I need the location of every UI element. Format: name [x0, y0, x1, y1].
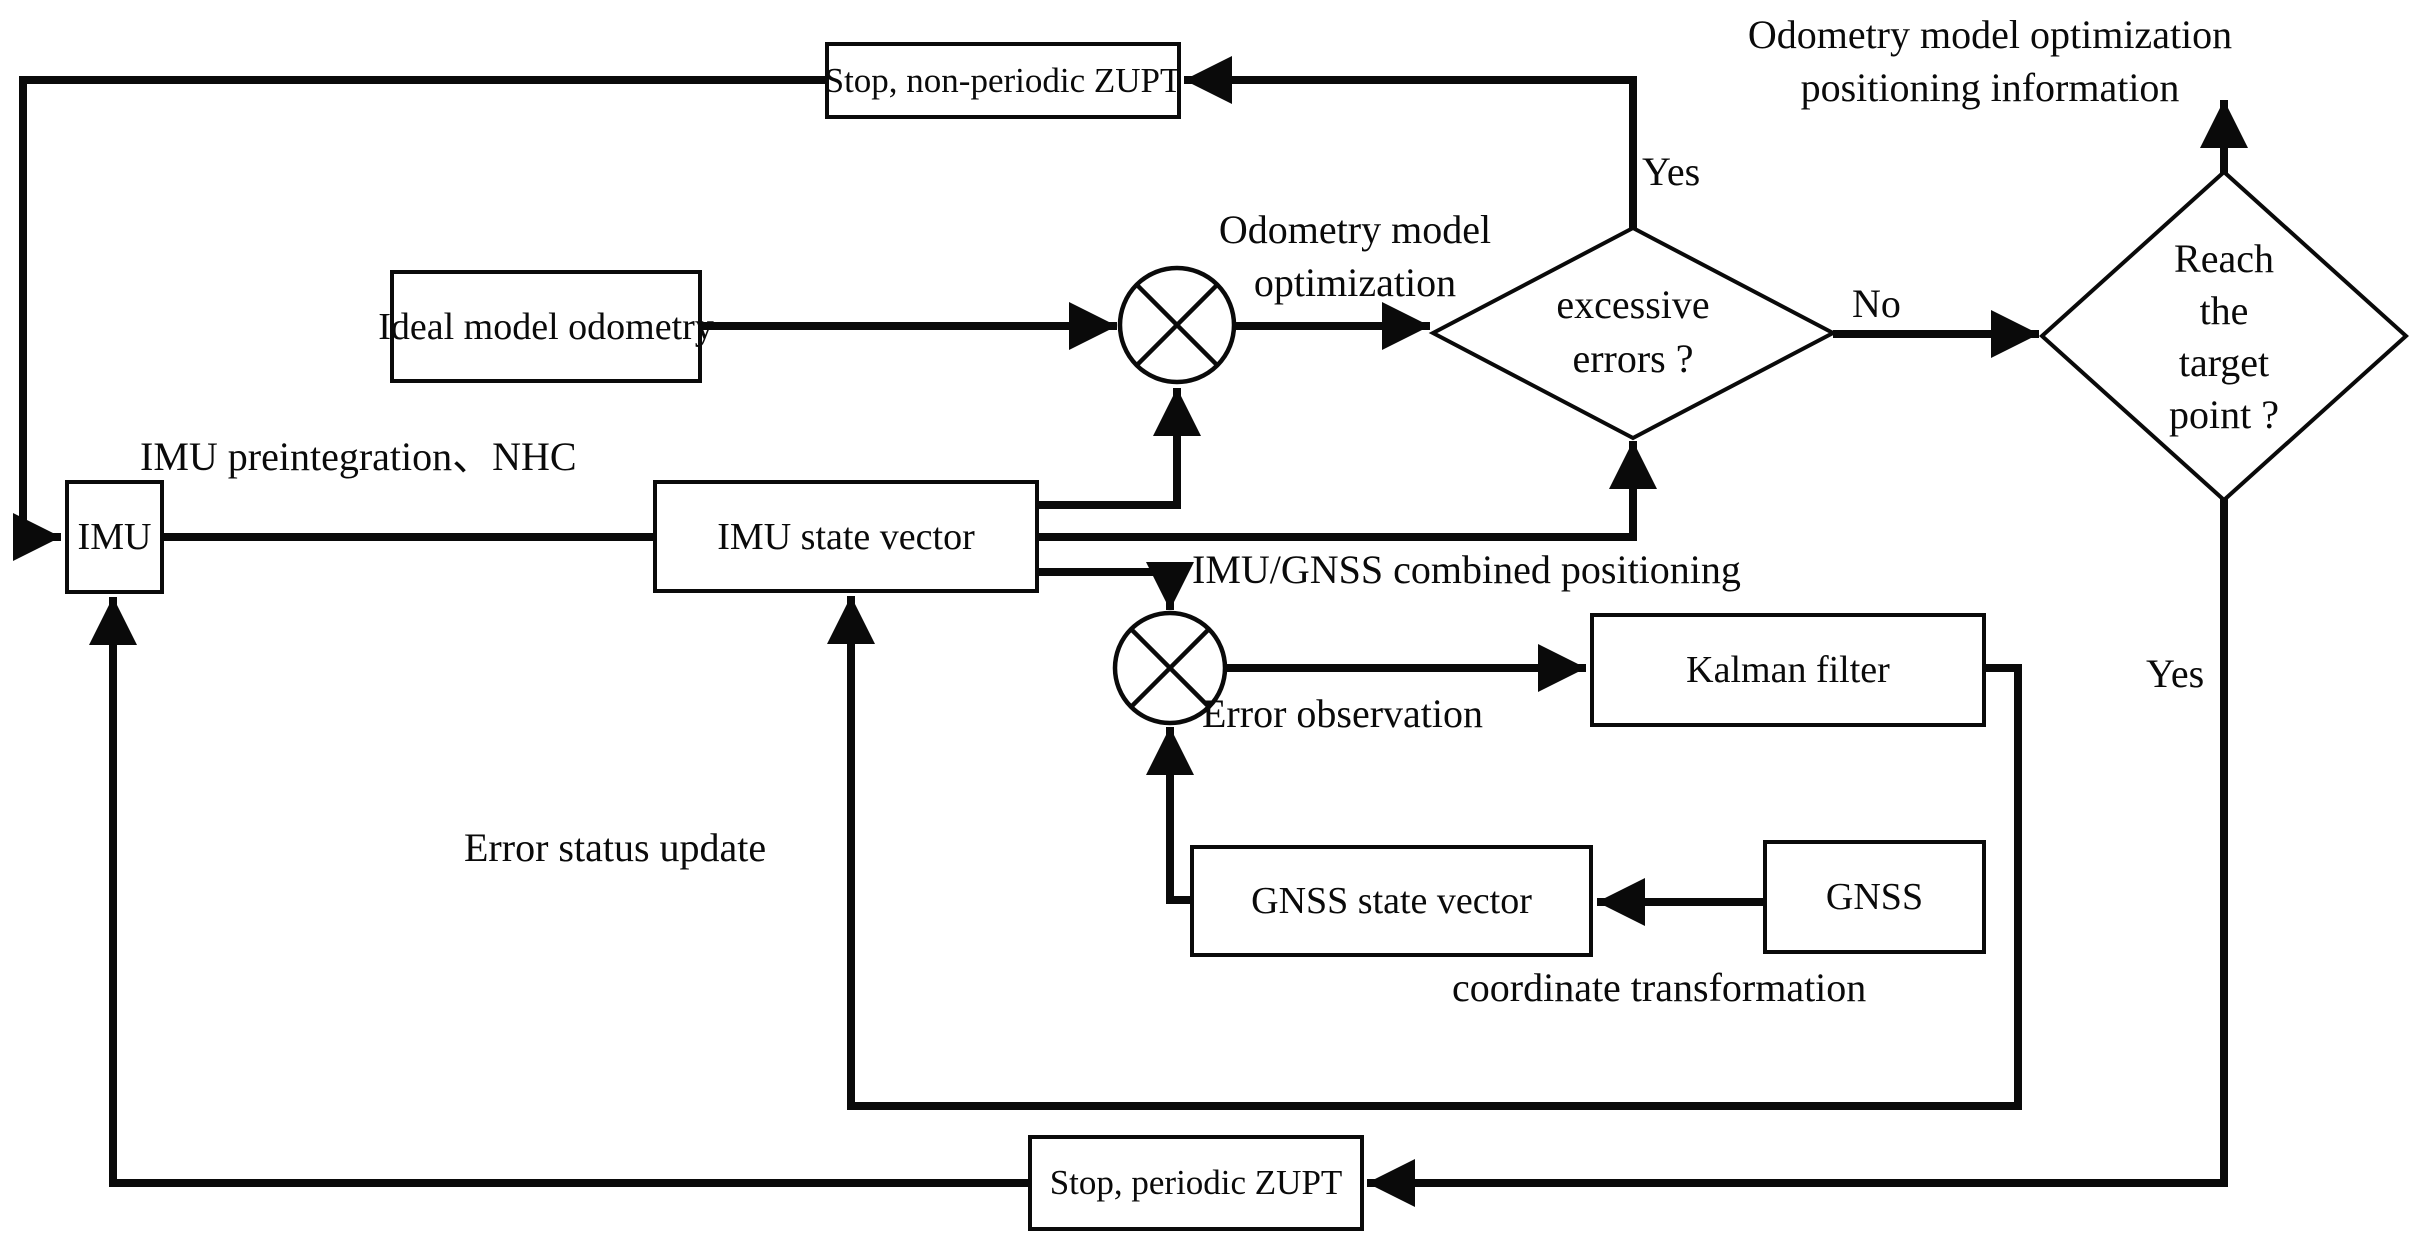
- node-ideal-model-odometry: Ideal model odometry: [378, 270, 714, 383]
- error-observation-label: Error observation: [1202, 691, 1484, 736]
- branch-no-label: No: [1852, 281, 1901, 326]
- error-status-update-label: Error status update: [464, 825, 767, 870]
- decision-reach-target-label: Reach the target point ?: [2169, 236, 2279, 437]
- node-gnss-state-vector: GNSS state vector: [1190, 845, 1593, 957]
- node-gnss: GNSS: [1763, 840, 1986, 954]
- branch-yes-bottom-label: Yes: [2146, 651, 2205, 696]
- coordinate-transformation-label: coordinate transformation: [1452, 965, 1867, 1010]
- edge-excessive-yes-to-stop-nonperiodic: [1184, 56, 1637, 229]
- edge-kalman-error-status-update: [827, 596, 2022, 1110]
- output-positioning-info-label: Odometry model optimization positioning …: [1747, 12, 2233, 110]
- node-stop-non-periodic-zupt: Stop, non-periodic ZUPT: [825, 42, 1181, 119]
- decision-excessive-errors-label: excessive errors ?: [1556, 282, 1710, 381]
- imu-gnss-combined-positioning-label: IMU/GNSS combined positioning: [1192, 547, 1741, 592]
- node-imu-state-vector: IMU state vector: [653, 480, 1039, 593]
- multiply-junction-1-cross: [1135, 283, 1219, 367]
- edge-reach-yes-to-stop-periodic: [1367, 499, 2228, 1207]
- branch-yes-top-label: Yes: [1642, 149, 1701, 194]
- edge-stop-periodic-to-imu: [89, 597, 1028, 1187]
- node-stop-periodic-zupt: Stop, periodic ZUPT: [1028, 1135, 1364, 1231]
- edge-stop-nonperiodic-to-imu: [13, 76, 825, 561]
- node-imu: IMU: [65, 480, 164, 594]
- imu-preintegration-nhc-label: IMU preintegration、NHC: [140, 434, 577, 479]
- multiply-junction-2-cross: [1129, 627, 1211, 709]
- edge-imu-state-to-junction2: [1038, 562, 1194, 610]
- odometry-model-optimization-label: Odometry model optimization: [1218, 207, 1492, 305]
- decision-excessive-errors-shape: [1428, 225, 1838, 441]
- decision-reach-target-shape: [2039, 169, 2409, 503]
- edge-imu-state-to-excessive-errors: [1038, 441, 1657, 541]
- edge-gnss-state-to-junction2: [1146, 727, 1194, 904]
- node-kalman-filter: Kalman filter: [1590, 613, 1986, 727]
- edge-imu-state-to-junction1: [1038, 388, 1201, 509]
